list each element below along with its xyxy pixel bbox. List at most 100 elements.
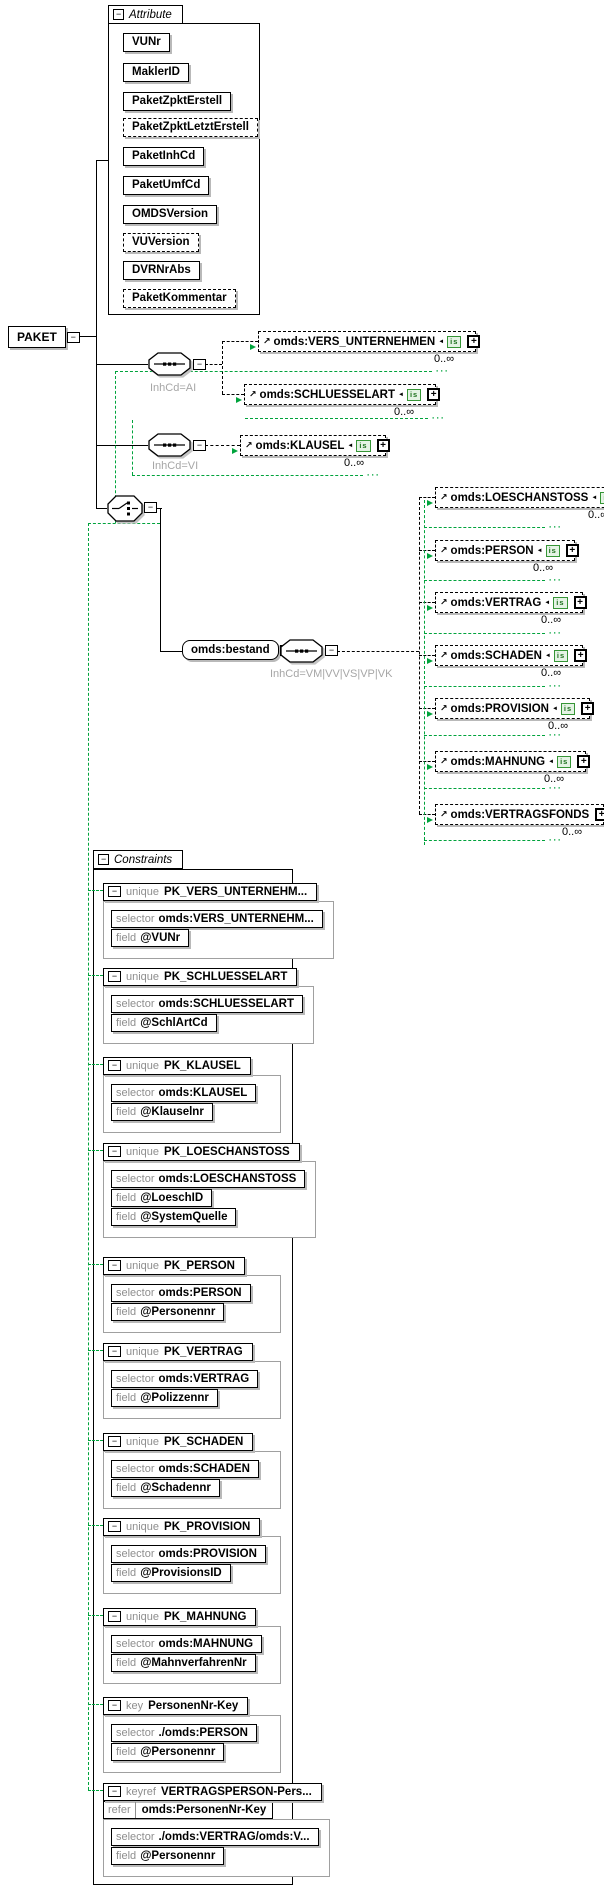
root-element-paket[interactable]: PAKET −: [8, 326, 80, 348]
expand-icon[interactable]: +: [427, 388, 441, 401]
expand-icon[interactable]: +: [595, 808, 604, 821]
expand-icon[interactable]: +: [577, 755, 591, 768]
constraint-field[interactable]: field@VUNr: [111, 928, 190, 947]
collapse-icon[interactable]: −: [108, 886, 121, 897]
attribute-item-vuversion[interactable]: VUVersion: [123, 233, 199, 252]
collapse-icon[interactable]: −: [108, 1436, 121, 1447]
substitution-arrow-icon: ◄: [548, 758, 555, 765]
sequence-icon[interactable]: [280, 639, 324, 664]
collapse-icon[interactable]: −: [98, 854, 109, 865]
expand-icon[interactable]: +: [467, 335, 481, 348]
element-omds-loeschanstoss[interactable]: ↗omds:LOESCHANSTOSS◄is+: [435, 487, 604, 508]
collapse-icon[interactable]: −: [108, 971, 121, 982]
element-omds-schaden[interactable]: ↗omds:SCHADEN◄is+: [435, 645, 588, 666]
row-keyword: field: [116, 1191, 137, 1204]
constraint-field[interactable]: field@Polizzennr: [111, 1388, 218, 1407]
constraint-field[interactable]: field@Klauselnr: [111, 1102, 213, 1121]
expand-icon[interactable]: +: [581, 702, 595, 715]
element-omds-vertragsfonds[interactable]: ↗omds:VERTRAGSFONDS+: [435, 804, 604, 825]
attribute-item-omdsversion[interactable]: OMDSVersion: [123, 205, 218, 224]
constraint-selector[interactable]: selector./omds:VERTRAG/omds:V...: [111, 1827, 319, 1846]
attribute-item-paketkommentar[interactable]: PaketKommentar: [123, 289, 236, 308]
element-omds-person[interactable]: ↗omds:PERSON◄is+: [435, 540, 579, 561]
expand-icon[interactable]: +: [376, 439, 390, 452]
attribute-item-vunr[interactable]: VUNr: [123, 33, 170, 52]
constraint-field[interactable]: field@MahnverfahrenNr: [111, 1653, 256, 1672]
collapse-icon[interactable]: −: [193, 359, 206, 370]
constraint-field[interactable]: field@Personennr: [111, 1846, 225, 1865]
constraint-field[interactable]: field@LoeschID: [111, 1188, 213, 1207]
attribute-item-maklerid[interactable]: MaklerID: [123, 63, 189, 82]
element-omds-bestand[interactable]: omds:bestand −: [182, 640, 293, 660]
sequence-icon[interactable]: [148, 433, 192, 458]
collapse-icon[interactable]: −: [113, 9, 124, 20]
expand-icon[interactable]: +: [573, 596, 587, 609]
constraint-selector[interactable]: selector./omds:PERSON: [111, 1723, 257, 1742]
constraint-field[interactable]: field@Personennr: [111, 1742, 225, 1761]
collapse-icon[interactable]: −: [108, 1611, 121, 1622]
element-label: omds:MAHNUNG: [450, 755, 546, 768]
element-omds-vers-unternehmen[interactable]: ↗omds:VERS_UNTERNEHMEN◄is+: [258, 331, 481, 352]
element-omds-klausel[interactable]: ↗omds:KLAUSEL◄is+: [240, 435, 390, 456]
expand-icon[interactable]: +: [574, 649, 588, 662]
expand-icon[interactable]: +: [565, 544, 579, 557]
row-value: @VUNr: [140, 931, 181, 944]
attribute-item-paketumfcd[interactable]: PaketUmfCd: [123, 176, 210, 195]
sequence-icon[interactable]: [148, 352, 192, 377]
collapse-icon[interactable]: −: [108, 1146, 121, 1157]
collapse-icon[interactable]: −: [108, 1700, 121, 1711]
collapse-icon[interactable]: −: [66, 331, 80, 343]
collapse-icon[interactable]: −: [108, 1521, 121, 1532]
collapse-icon[interactable]: −: [108, 1260, 121, 1271]
constraint-row: selector./omds:PERSON: [111, 1723, 270, 1742]
collapse-icon[interactable]: −: [144, 502, 157, 513]
attribute-item-paketzpkterstell[interactable]: PaketZpktErstell: [123, 92, 232, 111]
green-arrow-icon: [427, 711, 433, 717]
choice-icon[interactable]: [107, 495, 144, 522]
attribute-item-paketzpktletzterstell[interactable]: PaketZpktLetztErstell: [123, 118, 258, 137]
collapse-icon[interactable]: −: [108, 1786, 121, 1797]
connector-line: [115, 371, 116, 523]
collapse-icon[interactable]: −: [325, 645, 338, 656]
constraint-field[interactable]: field@Personennr: [111, 1302, 225, 1321]
collapse-icon[interactable]: −: [108, 1060, 121, 1071]
element-omds-schluesselart[interactable]: ↗omds:SCHLUESSELART◄is+: [244, 384, 441, 405]
collapse-icon[interactable]: −: [193, 440, 206, 451]
constraint-field[interactable]: field@SystemQuelle: [111, 1207, 237, 1226]
element-omds-vertrag[interactable]: ↗omds:VERTRAG◄is+: [435, 592, 587, 613]
attribute-item-paketinhcd[interactable]: PaketInhCd: [123, 147, 205, 166]
element-omds-provision[interactable]: ↗omds:PROVISION◄is+: [435, 698, 595, 719]
constraint-field[interactable]: field@Schadennr: [111, 1478, 220, 1497]
element-omds-mahnung[interactable]: ↗omds:MAHNUNG◄is+: [435, 751, 591, 772]
constraint-field[interactable]: field@SchlArtCd: [111, 1013, 217, 1032]
constraint-kind: unique: [126, 1435, 160, 1448]
green-arrow-icon: [236, 397, 242, 403]
attribute-label: OMDSVersion: [132, 208, 209, 220]
collapse-icon[interactable]: −: [108, 1346, 121, 1357]
constraint-field[interactable]: field@ProvisionsID: [111, 1563, 231, 1582]
attribute-item-dvrnrabs[interactable]: DVRNrAbs: [123, 261, 200, 280]
connector-line: [88, 1350, 103, 1351]
connector-line: [132, 420, 133, 475]
